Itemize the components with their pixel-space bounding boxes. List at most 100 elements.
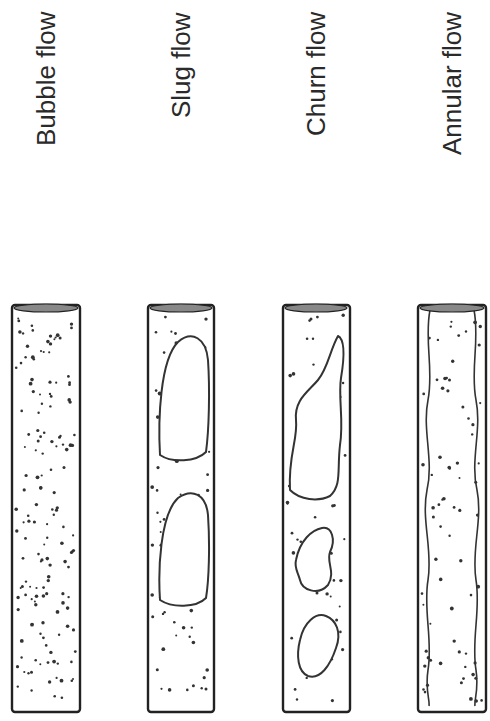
bubble-dot [53, 491, 56, 494]
bubble-dot [434, 558, 437, 561]
bubble-dot [290, 637, 293, 640]
bubble-dot [72, 549, 75, 552]
bubble-dot [296, 538, 298, 540]
bubble-dot [15, 529, 18, 532]
bubble-dot [17, 685, 19, 687]
bubble-dot [67, 566, 70, 569]
bubble-dot [55, 382, 57, 384]
bubble-dot [459, 477, 461, 479]
bubble-dot [40, 350, 42, 352]
bubble-dot [66, 624, 70, 628]
bubble-dot [478, 343, 481, 346]
bubble-dot [164, 316, 167, 319]
taylor-bubble [159, 336, 209, 460]
bubble-dot [151, 615, 154, 618]
bubble-dot [36, 429, 39, 432]
churn-gas [295, 528, 332, 591]
bubble-dot [20, 639, 24, 643]
bubble-dot [330, 596, 332, 598]
bubble-dot [29, 586, 31, 588]
bubble-dot [291, 532, 294, 535]
bubble-dot [422, 688, 425, 691]
bubble-dot [464, 666, 466, 668]
bubble-dot [39, 393, 41, 395]
bubble-dot [461, 406, 464, 409]
bubble-dot [56, 333, 60, 337]
bubble-dot [35, 587, 37, 589]
bubble-dot [174, 332, 177, 335]
bubble-dot [37, 412, 39, 414]
bubble-dot [431, 506, 435, 510]
bubble-dot [43, 432, 46, 435]
bubble-dot [294, 688, 297, 691]
bubble-dot [204, 317, 207, 320]
bubble-dot [208, 451, 210, 453]
bubble-dot [173, 621, 176, 624]
bubble-dot [163, 611, 165, 613]
bubble-dot [339, 605, 341, 607]
bubble-dot [450, 607, 454, 611]
bubble-dot [16, 596, 19, 599]
bubble-dot [18, 330, 22, 334]
bubble-dot [17, 320, 20, 323]
bubble-dot [62, 526, 65, 529]
bubble-dot [16, 665, 19, 668]
bubble-dot [479, 402, 481, 404]
bubble-dot [25, 580, 27, 582]
bubble-dot [50, 440, 53, 443]
bubble-dot [53, 338, 55, 340]
bubble-dot [292, 551, 296, 555]
bubble-dot [37, 439, 40, 442]
bubble-dot [448, 535, 450, 537]
bubble-dot [437, 339, 439, 341]
bubble-dot [471, 433, 473, 435]
bubble-dot [478, 462, 480, 464]
bubble-dot [422, 604, 424, 606]
bubble-dot [47, 661, 50, 664]
pipe-outline [12, 305, 80, 712]
bubble-dot [70, 327, 73, 330]
bubble-dot [333, 504, 336, 507]
bubble-dot [191, 626, 193, 628]
bubble-dot [431, 474, 433, 476]
bubble-dot [186, 689, 189, 692]
bubble-dot [469, 697, 473, 701]
bubble-dot [53, 695, 56, 698]
bubble-dot [453, 506, 456, 509]
bubble-dot [27, 433, 30, 436]
bubble-dot [182, 626, 186, 630]
bubble-dot [465, 330, 467, 332]
bubble-dot [71, 680, 74, 683]
bubble-dot [57, 662, 59, 664]
pipe-outline [283, 305, 350, 712]
bubble-dot [344, 454, 347, 457]
bubble-dot [24, 537, 27, 540]
bubble-dot [27, 520, 30, 523]
bubble-dot [23, 488, 26, 491]
bubble-dot [65, 448, 69, 452]
bubble-dot [312, 363, 314, 365]
bubble-dot [46, 523, 48, 525]
bubble-dot [189, 636, 191, 638]
bubble-dot [456, 461, 459, 464]
bubble-dot [156, 489, 159, 492]
taylor-bubble [159, 493, 209, 605]
bubble-dot [205, 668, 209, 672]
bubble-dot [40, 558, 43, 561]
bubble-dot [42, 594, 46, 598]
bubble-dot [35, 503, 38, 506]
bubble-dot [24, 446, 26, 448]
bubble-dot [151, 543, 154, 546]
bubble-dot [33, 520, 36, 523]
bubble-dot [61, 592, 64, 595]
bubble-dot [53, 514, 55, 516]
bubble-dot [41, 474, 43, 476]
bubble-dot [453, 639, 456, 642]
bubble-dot [448, 379, 451, 382]
bubble-dot [26, 345, 29, 348]
bubble-dot [72, 628, 75, 631]
bubble-dot [342, 314, 345, 317]
bubble-dot [48, 351, 50, 353]
bubble-dot [457, 334, 460, 337]
bubble-dot [343, 538, 345, 540]
